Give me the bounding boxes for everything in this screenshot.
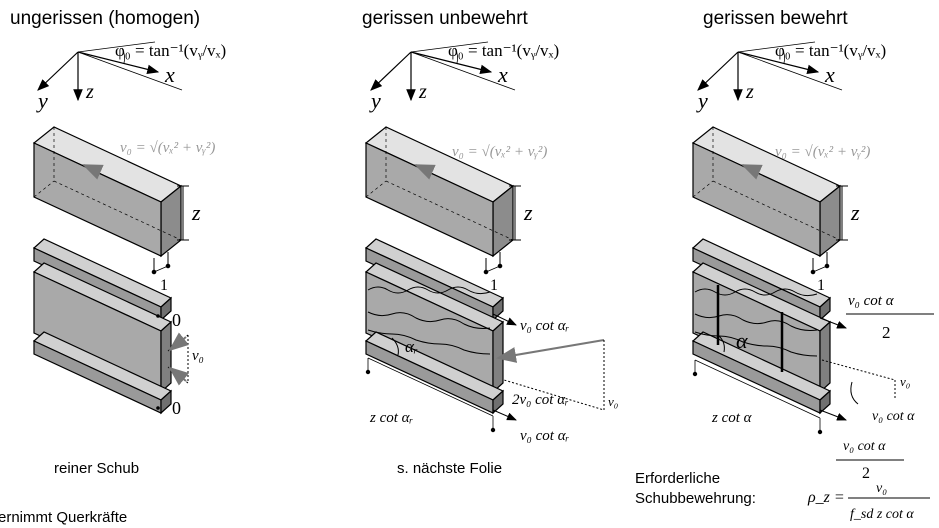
axis-z-label: z [418, 81, 427, 103]
exploded-element-3 [691, 238, 832, 415]
axis-system-1 [37, 41, 183, 102]
axis-y-label: y [696, 88, 708, 113]
panel-title-uncracked: ungerissen (homogen) [10, 8, 201, 29]
rho-mid: v₀ [876, 481, 887, 496]
v0-label: v₀ [900, 374, 910, 389]
rho-den: f_sd z cot α [850, 507, 914, 522]
shear-bottom-label: 0 [172, 398, 181, 418]
footer-cut-text: ernimmt Querkräfte [0, 509, 128, 526]
dimension-one-label: 1 [490, 277, 498, 294]
force-mid-v-label: v₀ [608, 394, 618, 409]
axis-y-label: y [369, 88, 381, 113]
caption-required: Erforderliche [635, 470, 721, 487]
formula-v0: v₀ = √(vₓ² + vᵧ²) [775, 144, 870, 160]
axis-x-label: x [164, 62, 175, 87]
force-mid-label: 2v₀ cot αᵣ [512, 392, 569, 408]
axis-x-label: x [824, 62, 835, 87]
axis-system-3 [697, 41, 843, 102]
exploded-element-2 [364, 238, 505, 415]
panel-cracked-reinforced: x y z φ₀ = tan⁻¹(vᵧ/vₓ) v₀ = √(vₓ² + vᵧ²… [691, 41, 934, 522]
cot-force-label: v₀ cot α [872, 409, 915, 424]
length-label: z cot α [711, 410, 753, 426]
panel-uncracked: x y z φ₀ = tan⁻¹(vᵧ/vₓ) v₀ = √(vₓ² + vᵧ²… [32, 41, 226, 418]
force-top-den-label: 2 [882, 323, 891, 342]
exploded-element-1 [32, 238, 173, 415]
angle-alpha-r-label: αᵣ [405, 337, 418, 356]
panel-title-cracked-unreinforced: gerissen unbewehrt [362, 8, 528, 29]
rho-num-top: v₀ cot α [843, 439, 886, 454]
shear-mid-label: v₀ [192, 348, 204, 364]
axis-x-label: x [497, 62, 508, 87]
crack-lines-2 [367, 286, 491, 355]
force-top-label: v₀ cot αᵣ [520, 318, 570, 334]
shear-diagram-1 [167, 332, 190, 386]
length-label: z cot αᵣ [369, 410, 414, 426]
rho-num-bottom: 2 [862, 465, 870, 482]
length-dimension-2 [365, 357, 496, 433]
force-arrows-2 [391, 313, 605, 421]
panel-title-cracked-reinforced: gerissen bewehrt [703, 8, 848, 29]
shear-top-label: 0 [172, 310, 181, 330]
dimension-z-label: z [191, 200, 201, 225]
angle-alpha-label: α [736, 328, 748, 353]
formula-phi0: φ₀ = tan⁻¹(vᵧ/vₓ) [115, 41, 226, 60]
caption-shear-reinforcement: Schubbewehrung: [635, 490, 756, 507]
element-block-3 [691, 126, 842, 258]
formula-v0: v₀ = √(vₓ² + vᵧ²) [452, 144, 547, 160]
dimension-z-label: z [850, 200, 860, 225]
axis-z-label: z [85, 81, 94, 103]
formula-phi0: φ₀ = tan⁻¹(vᵧ/vₓ) [775, 41, 886, 60]
dimension-z-3 [810, 185, 848, 275]
caption-pure-shear: reiner Schub [54, 460, 140, 477]
dimension-z-label: z [523, 200, 533, 225]
formula-phi0: φ₀ = tan⁻¹(vᵧ/vₓ) [448, 41, 559, 60]
panel-cracked-unreinforced: x y z φ₀ = tan⁻¹(vᵧ/vₓ) v₀ = √(vₓ² + vᵧ²… [364, 41, 618, 444]
force-top-num-label: v₀ cot α [848, 293, 895, 309]
dimension-z-1 [151, 185, 189, 275]
caption-next-slide: s. nächste Folie [397, 460, 503, 477]
force-arrows-3 [717, 317, 896, 421]
dimension-z-2 [483, 185, 521, 275]
dimension-one-label: 1 [160, 277, 168, 294]
rho-lhs: ρ_z = [807, 489, 845, 506]
dimension-one-label: 1 [817, 277, 825, 294]
axis-z-label: z [745, 81, 754, 103]
rho-formula: v₀ cot α 2 ρ_z = v₀ f_sd z cot α [807, 439, 930, 522]
formula-v0: v₀ = √(vₓ² + vᵧ²) [120, 140, 215, 156]
axis-y-label: y [36, 88, 48, 113]
axis-system-2 [370, 41, 516, 102]
force-bottom-label: v₀ cot αᵣ [520, 428, 570, 444]
length-dimension-3 [692, 359, 823, 435]
